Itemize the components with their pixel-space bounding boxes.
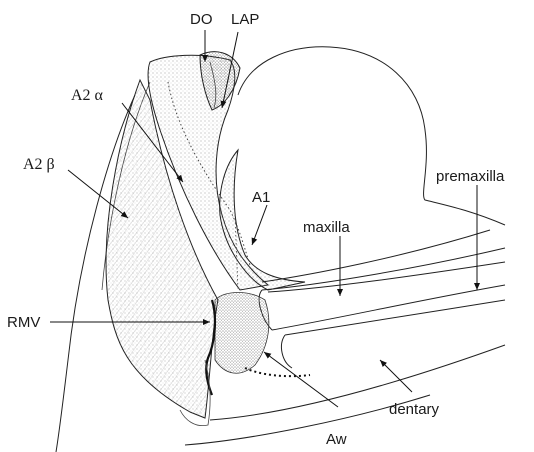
label-do: DO <box>190 11 213 28</box>
dentary-end <box>281 335 292 368</box>
orbit-outline <box>238 47 505 225</box>
maxilla-bone <box>268 262 505 292</box>
aw-muscle <box>215 293 269 374</box>
label-lap: LAP <box>231 11 259 28</box>
aw-dotted-curve <box>245 368 310 376</box>
label-a2-beta: A2 β <box>23 156 55 173</box>
maxilla-lower-edge <box>272 285 505 330</box>
dentary-upper-edge <box>285 300 505 335</box>
label-dentary: dentary <box>389 401 440 418</box>
label-a2-alpha: A2 α <box>71 87 104 104</box>
label-rmv: RMV <box>7 314 40 331</box>
label-a1: A1 <box>252 189 270 206</box>
label-aw: Aw <box>326 431 347 448</box>
dentary-leader <box>380 360 412 392</box>
a1-leader <box>252 205 267 245</box>
aw-leader <box>264 352 338 407</box>
label-maxilla: maxilla <box>303 219 350 236</box>
label-premaxilla: premaxilla <box>436 168 505 185</box>
